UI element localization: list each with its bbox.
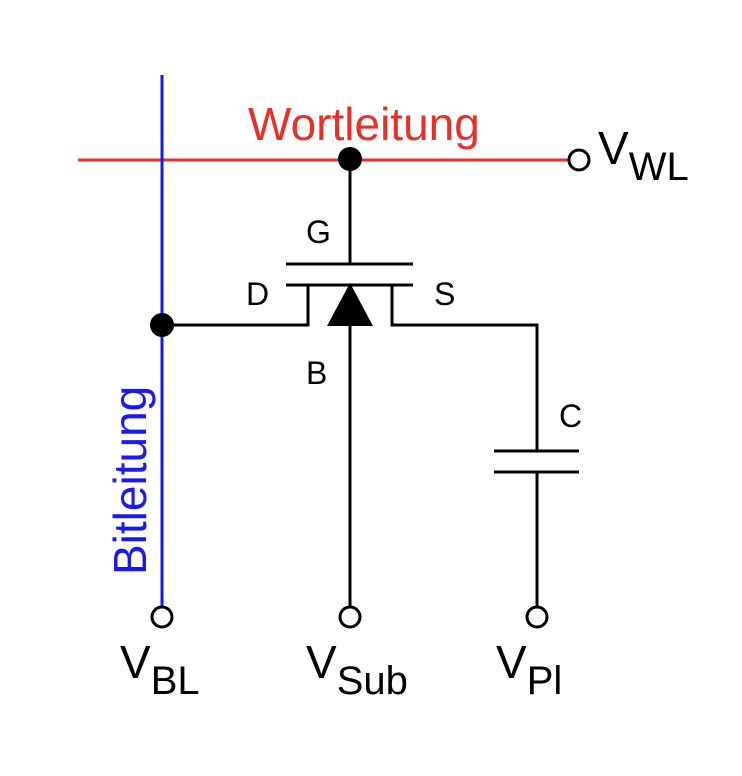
terminal-bl — [150, 605, 174, 629]
terminal-pl-label: VPl — [496, 636, 562, 703]
gate-junction-dot — [338, 147, 362, 171]
terminal-wl-label: VWL — [598, 122, 689, 189]
source-wire — [390, 285, 539, 451]
body-label: B — [306, 355, 327, 391]
source-label: S — [434, 276, 455, 312]
terminal-pl — [525, 605, 549, 629]
drain-wire — [162, 285, 310, 327]
body-arrow-icon — [327, 283, 373, 326]
terminal-sub — [338, 605, 362, 629]
bitline-label: Bitleitung — [104, 386, 156, 575]
gate-label: G — [306, 214, 331, 250]
terminal-sub-label: VSub — [306, 636, 408, 703]
terminal-wl — [567, 148, 591, 172]
wordline-label: Wortleitung — [248, 98, 480, 150]
terminal-bl-label: VBL — [120, 636, 200, 703]
capacitor-label: C — [559, 398, 582, 434]
drain-junction-dot — [150, 313, 174, 337]
drain-label: D — [246, 276, 269, 312]
